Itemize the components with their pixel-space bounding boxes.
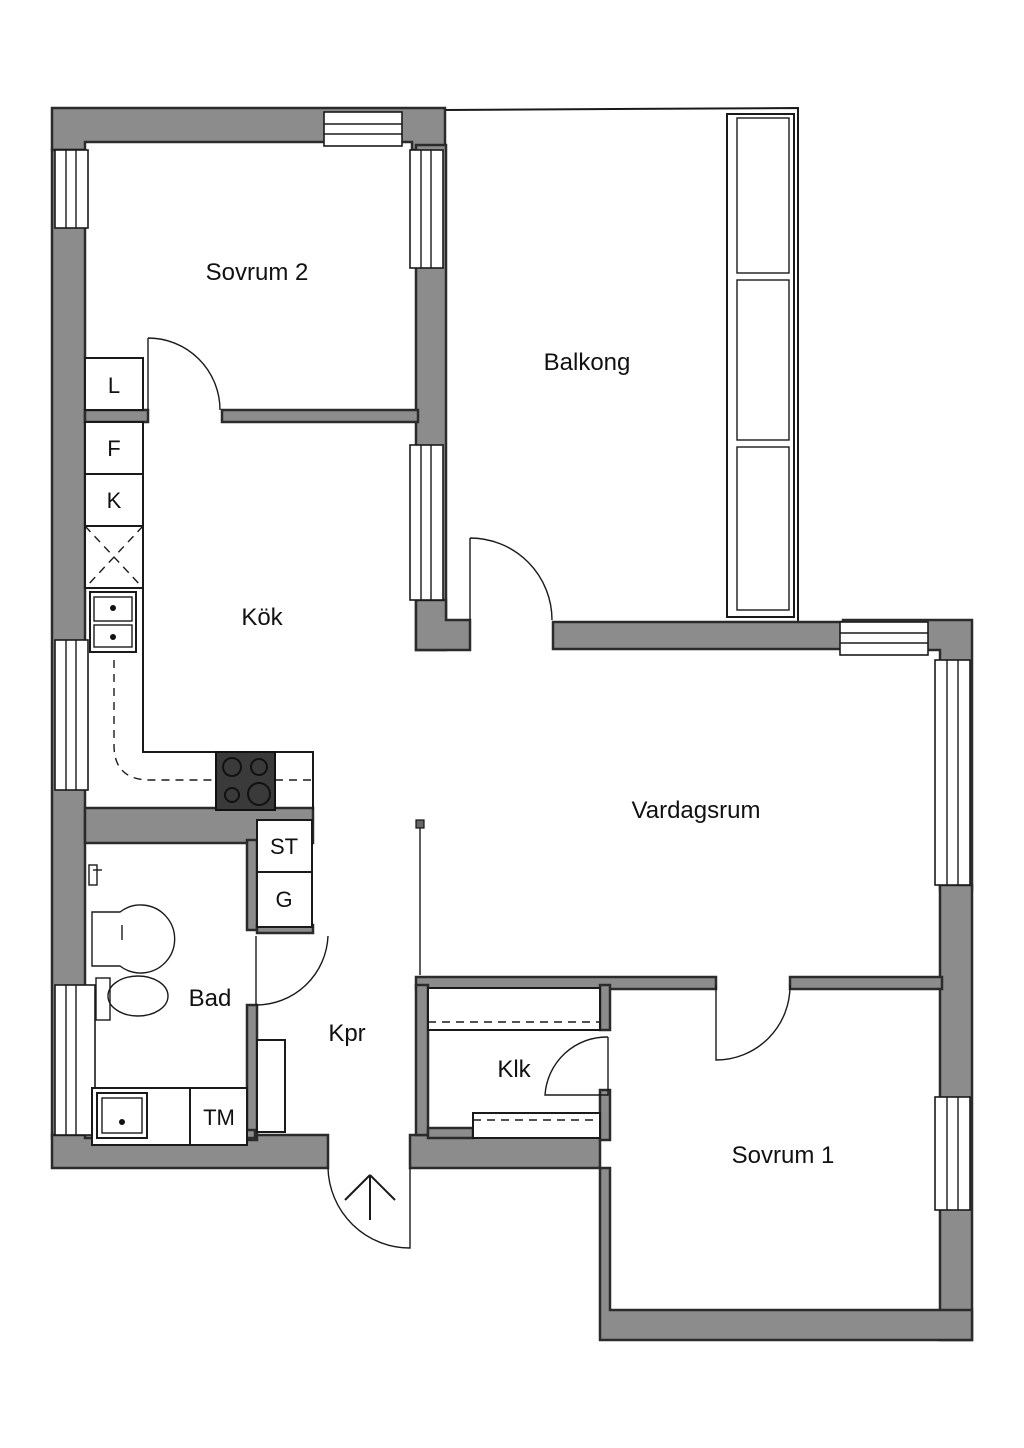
room-label-sovrum-2: Sovrum 2 [206,259,309,286]
fixture-label-k: K [107,488,122,513]
hall-shelf [256,1039,286,1133]
room-label-balkong: Balkong [544,349,631,376]
room-label-vardagsrum: Vardagsrum [632,797,761,824]
room-label-klk: Klk [497,1056,531,1083]
fixture-label-l: L [108,373,120,398]
fixture-label-tm: TM [203,1105,235,1130]
partition-post [415,819,425,975]
room-label-sovrum-1: Sovrum 1 [732,1142,835,1169]
entrance-arrow-icon [344,1174,396,1220]
windows [54,111,971,1211]
room-label-kok: Kök [241,604,283,631]
bathroom-fixtures [88,864,248,1146]
fixture-label-st: ST [270,834,298,859]
kitchen-sink-icon [89,591,137,653]
hall-cupboards [256,819,313,928]
balcony [444,106,799,622]
kitchen-counters [84,357,314,810]
fixture-label-f: F [107,436,120,461]
room-label-kpr: Kpr [328,1020,365,1047]
fixture-label-g: G [275,887,292,912]
hob-icon [215,751,276,811]
room-label-bad: Bad [189,985,232,1012]
wardrobes [427,987,601,1139]
doors [147,337,791,1249]
